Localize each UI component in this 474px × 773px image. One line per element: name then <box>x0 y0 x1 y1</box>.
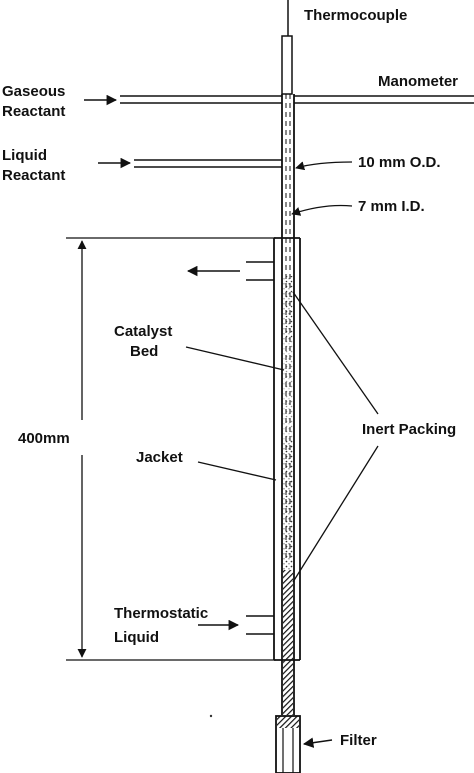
label-inert-packing: Inert Packing <box>362 421 456 438</box>
hatched-support <box>283 570 293 715</box>
catalyst-leader <box>185 346 285 371</box>
label-catalyst-2: Bed <box>130 343 158 360</box>
label-catalyst-1: Catalyst <box>114 323 172 340</box>
label-gaseous-2: Reactant <box>2 103 65 120</box>
inert-leader-upper <box>292 291 379 415</box>
label-liquid-1: Liquid <box>2 147 47 164</box>
label-inner-diameter: 7 mm I.D. <box>358 198 425 215</box>
label-jacket: Jacket <box>136 449 183 466</box>
filter-element <box>277 716 299 728</box>
jacket-leader <box>197 461 277 481</box>
label-thermostatic-1: Thermostatic <box>114 605 208 622</box>
id-leader <box>291 204 353 216</box>
label-filter: Filter <box>340 732 377 749</box>
od-leader <box>295 161 353 171</box>
label-manometer: Manometer <box>378 73 458 90</box>
label-outer-diameter: 10 mm O.D. <box>358 154 441 171</box>
inert-packing-upper <box>283 276 293 340</box>
label-liquid-2: Reactant <box>2 167 65 184</box>
label-gaseous-1: Gaseous <box>2 83 65 100</box>
label-thermocouple: Thermocouple <box>304 7 407 24</box>
thermocouple-sheath <box>281 35 293 95</box>
inert-leader-lower <box>292 445 379 583</box>
speck <box>209 714 213 718</box>
filter-arrow <box>302 737 333 748</box>
label-thermostatic-2: Liquid <box>114 629 159 646</box>
label-length: 400mm <box>18 430 70 447</box>
inert-packing-lower <box>283 440 293 570</box>
